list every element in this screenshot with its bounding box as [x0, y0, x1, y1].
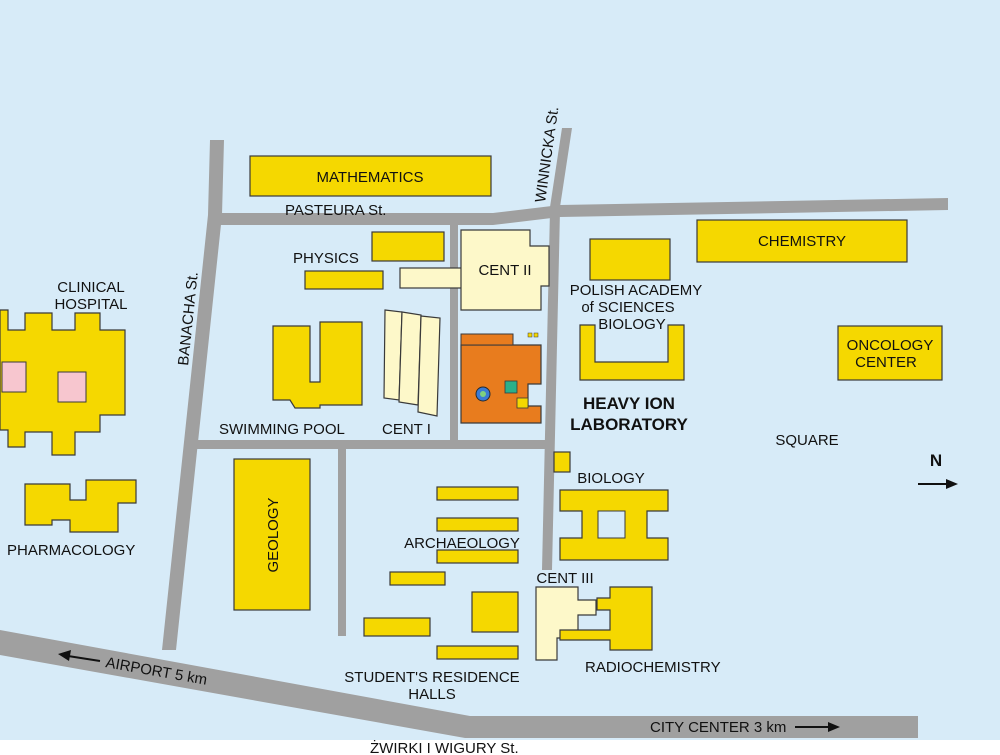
arrow-right-icon [918, 479, 958, 489]
building-radiochemistry[interactable] [559, 586, 653, 651]
label-residence-line1: STUDENT'S RESIDENCE [344, 669, 519, 686]
road-winnicka [550, 128, 572, 207]
label-pas-line3: BIOLOGY [598, 316, 666, 333]
building-chemistry[interactable] [696, 219, 908, 263]
label-swimming-pool: SWIMMING POOL [219, 421, 345, 438]
label-mathematics: MATHEMATICS [317, 169, 424, 186]
road-pasteura [213, 198, 948, 225]
arrow-right-icon [795, 722, 840, 732]
building-swimming-pool[interactable] [272, 321, 363, 409]
label-cent-ii: CENT II [478, 262, 531, 279]
road-archaeology-lane [338, 446, 346, 636]
building-archaeology-1[interactable] [436, 486, 519, 501]
building-physics-annex[interactable] [399, 267, 463, 289]
label-pharmacology: PHARMACOLOGY [7, 542, 135, 559]
label-oncology-line1: ONCOLOGY [847, 337, 934, 354]
building-cent-i[interactable] [383, 309, 441, 417]
label-physics: PHYSICS [293, 250, 359, 267]
building-pas-biology-north[interactable] [589, 238, 671, 281]
hospital-courtyard-east [57, 371, 87, 403]
road-banacha [162, 140, 224, 650]
building-heavy-ion-laboratory[interactable] [460, 332, 542, 424]
road-inner-horizontal [195, 440, 550, 449]
building-residence-3[interactable] [436, 645, 519, 660]
building-physics-south[interactable] [304, 270, 384, 290]
label-archaeology: ARCHAEOLOGY [404, 535, 520, 552]
label-street-pasteura: PASTEURA St. [285, 202, 386, 219]
building-pharmacology[interactable] [24, 479, 137, 533]
label-cent-iii: CENT III [536, 570, 593, 587]
building-cent-ii[interactable] [460, 229, 550, 311]
building-pas-biology-south[interactable] [579, 324, 685, 381]
building-physics-north[interactable] [371, 231, 445, 262]
building-biology-inner [597, 510, 626, 539]
label-oncology-line2: CENTER [855, 354, 917, 371]
road-inner-vertical [450, 220, 458, 445]
building-archaeology-2[interactable] [436, 517, 519, 532]
label-pas-line2: of SCIENCES [581, 299, 674, 316]
label-residence-line2: HALLS [408, 686, 456, 703]
compass-label: N [930, 451, 942, 470]
road-east-lane [542, 210, 560, 570]
label-biology: BIOLOGY [577, 470, 645, 487]
label-heavy-ion-line1: HEAVY ION [583, 394, 675, 413]
label-cent-i: CENT I [382, 421, 431, 438]
bottom-strip [0, 740, 1000, 755]
label-chemistry: CHEMISTRY [758, 233, 846, 250]
building-biology-kiosk[interactable] [553, 451, 571, 473]
label-square: SQUARE [775, 432, 838, 449]
label-street-zwirki: ŻWIRKI I WIGURY St. [370, 739, 519, 755]
building-geology[interactable] [233, 458, 311, 611]
label-geology: GEOLOGY [265, 497, 282, 572]
hospital-courtyard-west [1, 361, 27, 393]
label-pas-line1: POLISH ACADEMY [570, 282, 703, 299]
arrow-left-icon [58, 650, 101, 662]
label-street-city-center: CITY CENTER 3 km [650, 719, 786, 736]
building-mathematics[interactable] [249, 155, 492, 197]
building-archaeology-4[interactable] [389, 571, 446, 586]
building-oncology-center[interactable] [837, 325, 943, 381]
label-heavy-ion-line2: LABORATORY [570, 415, 688, 434]
building-cent-iii[interactable] [535, 586, 597, 661]
label-clinical-line2: HOSPITAL [54, 296, 127, 313]
label-radiochemistry: RADIOCHEMISTRY [585, 659, 721, 676]
building-residence-2[interactable] [363, 617, 431, 637]
label-clinical-line1: CLINICAL [57, 279, 125, 296]
building-archaeology-3[interactable] [436, 549, 519, 564]
building-residence-1[interactable] [471, 591, 519, 633]
